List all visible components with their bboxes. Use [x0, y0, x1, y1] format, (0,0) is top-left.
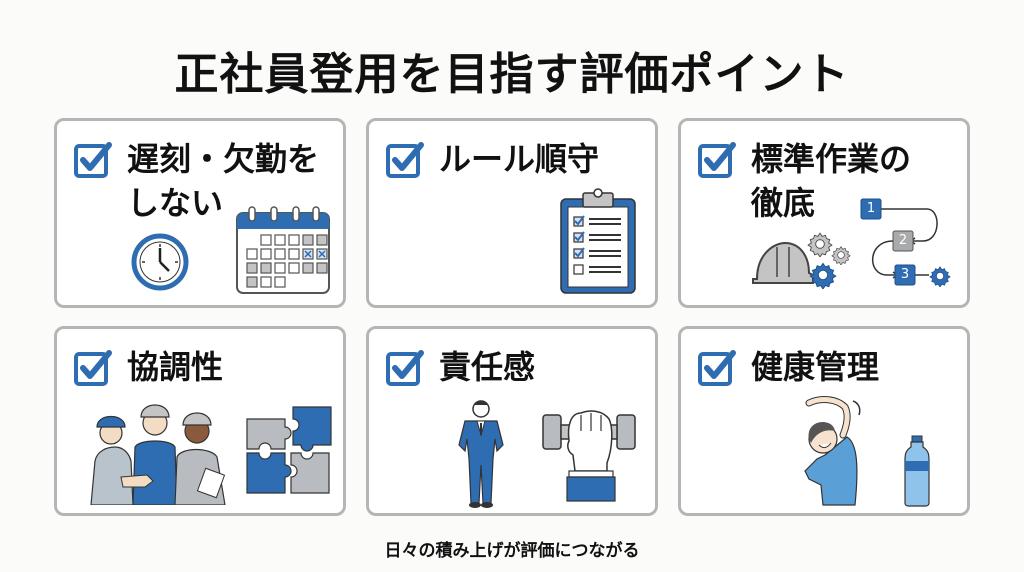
- footer-tagline: 日々の積み上げが評価につながる: [384, 541, 640, 561]
- card-standard-work: 標準作業の 徹底 1 2 3: [678, 118, 970, 308]
- puzzle-icon: [246, 406, 332, 494]
- card-title: 責任感: [439, 348, 536, 386]
- fist-dumbbell-icon: [542, 410, 636, 502]
- step-number: 2: [898, 233, 908, 248]
- step-number: 3: [900, 267, 910, 282]
- calendar-icon: [236, 206, 330, 294]
- card-title-line1: 遅刻・欠勤を: [127, 140, 320, 178]
- checkbox-checked-icon: [697, 141, 737, 181]
- hard-hat-icon: [752, 241, 814, 284]
- step-number: 1: [866, 201, 876, 216]
- checkbox-checked-icon: [385, 349, 425, 389]
- checkbox-checked-icon: [73, 349, 113, 389]
- page-title: 正社員登用を目指す評価ポイント: [174, 49, 850, 100]
- workers-handshake-icon: [90, 404, 226, 505]
- clipboard-checklist-icon: [560, 188, 636, 294]
- checkbox-checked-icon: [73, 141, 113, 181]
- card-title: ルール順守: [439, 140, 600, 178]
- checkbox-checked-icon: [385, 141, 425, 181]
- water-bottle-icon: [904, 435, 930, 507]
- stretching-woman-icon: [804, 396, 861, 506]
- gear-icon: [807, 231, 833, 257]
- checkbox-checked-icon: [697, 349, 737, 389]
- card-title-line2: しない: [127, 184, 224, 222]
- card-health-management: 健康管理: [678, 326, 970, 516]
- gear-icon: [809, 261, 837, 289]
- card-title-line2: 徹底: [751, 184, 816, 222]
- card-title: 協調性: [127, 348, 224, 386]
- card-title: 健康管理: [751, 348, 880, 386]
- card-title-line1: 標準作業の: [751, 140, 912, 178]
- businessman-icon: [458, 400, 504, 508]
- card-punctuality: 遅刻・欠勤を しない: [54, 118, 346, 308]
- card-responsibility: 責任感: [366, 326, 658, 516]
- process-steps-icon: 1 2 3: [857, 197, 957, 297]
- gear-icon: [929, 265, 951, 287]
- card-cooperation: 協調性: [54, 326, 346, 516]
- card-rule-compliance: ルール順守: [366, 118, 658, 308]
- clock-icon: [131, 233, 189, 291]
